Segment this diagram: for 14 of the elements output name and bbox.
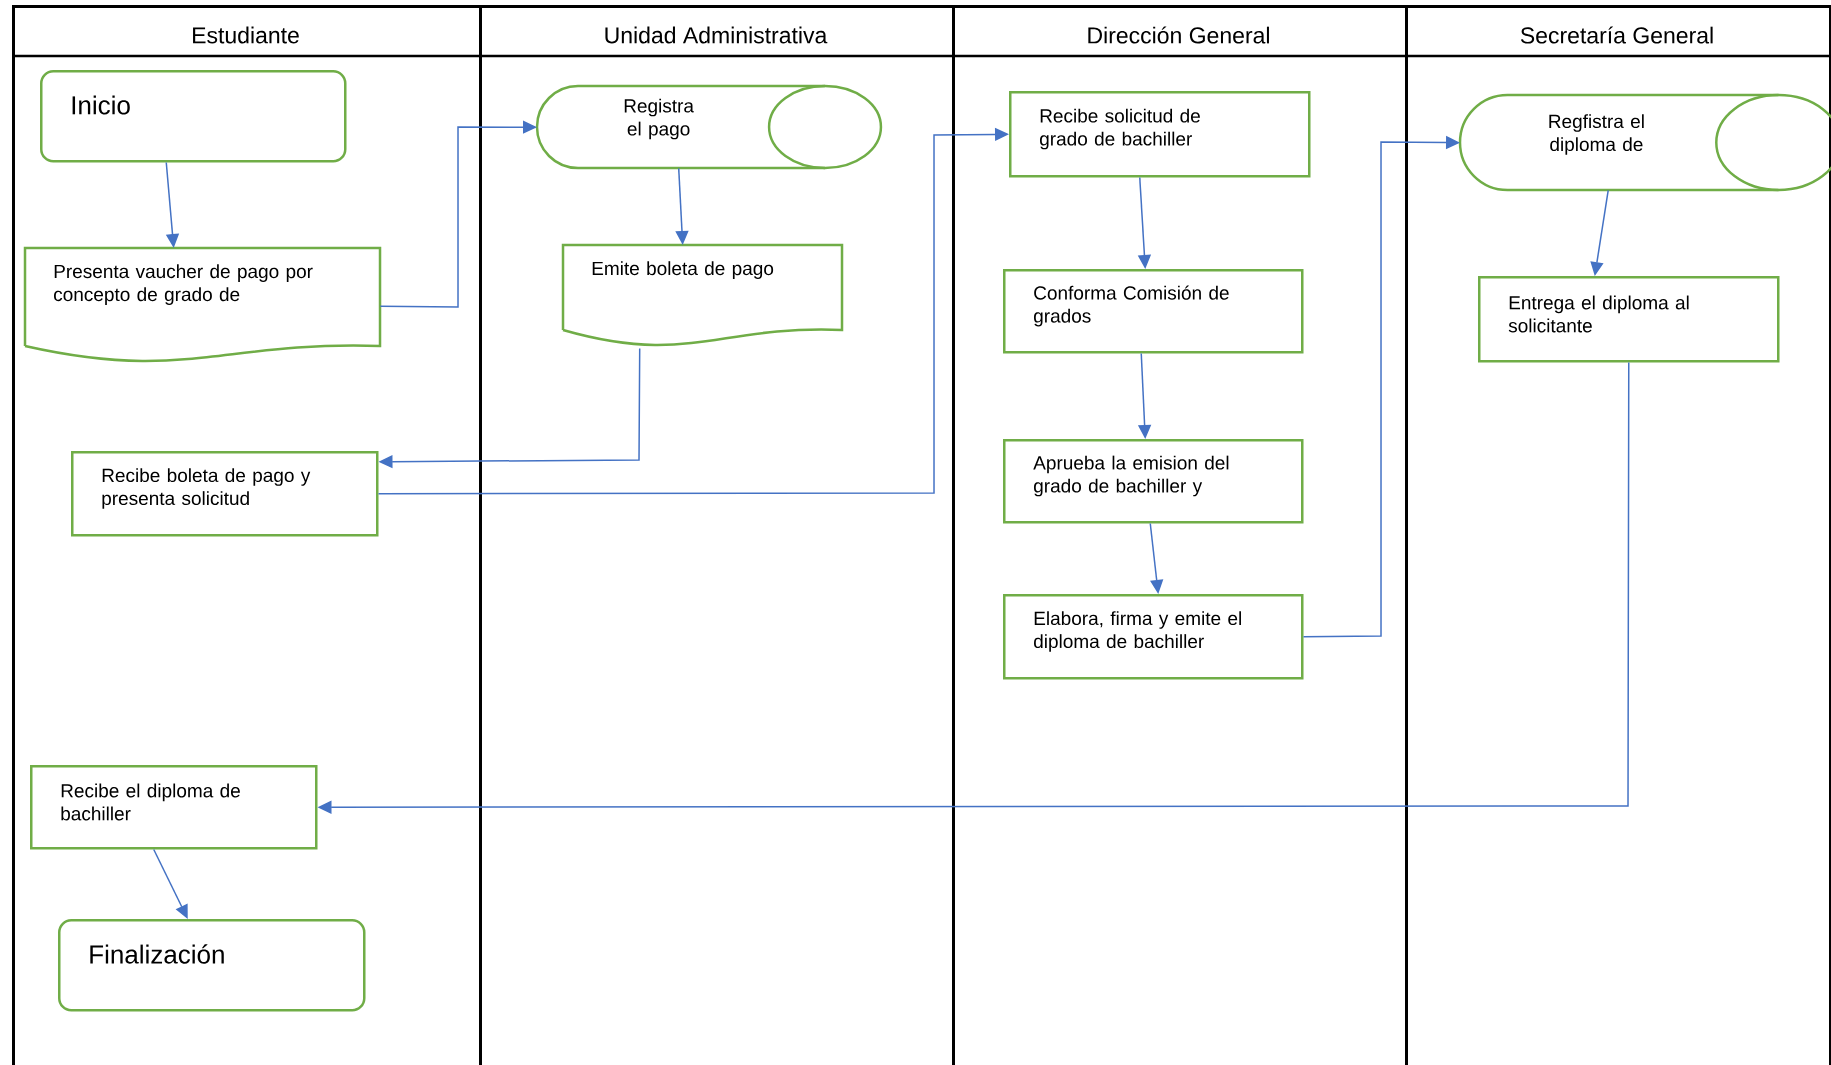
process-box: Recibe el diploma de bachiller: [30, 765, 318, 850]
arrow: [153, 848, 188, 919]
node-label: Regfistra el diploma de: [1549, 114, 1644, 155]
terminal-box: Finalización: [58, 919, 366, 1012]
document-shape: Emite boleta de pago: [561, 243, 844, 347]
node-label: Registra el pago: [624, 98, 694, 140]
process-box: Recibe solicitud de grado de bachiller: [1009, 91, 1311, 178]
terminal-box: Inicio: [40, 70, 347, 163]
process-box: Recibe boleta de pago y presenta solicitud: [71, 451, 379, 537]
process-box: Entrega el diploma al solicitante: [1478, 276, 1780, 363]
process-box: Aprueba la emision del grado de bachiller y: [1003, 439, 1304, 524]
process-box: Conforma Comisión de grados: [1003, 269, 1304, 354]
process-box: Elabora, firma y emite el diploma de bachiller: [1003, 594, 1304, 680]
document-shape: Presenta vaucher de pago por concepto de grado de: [23, 246, 382, 363]
